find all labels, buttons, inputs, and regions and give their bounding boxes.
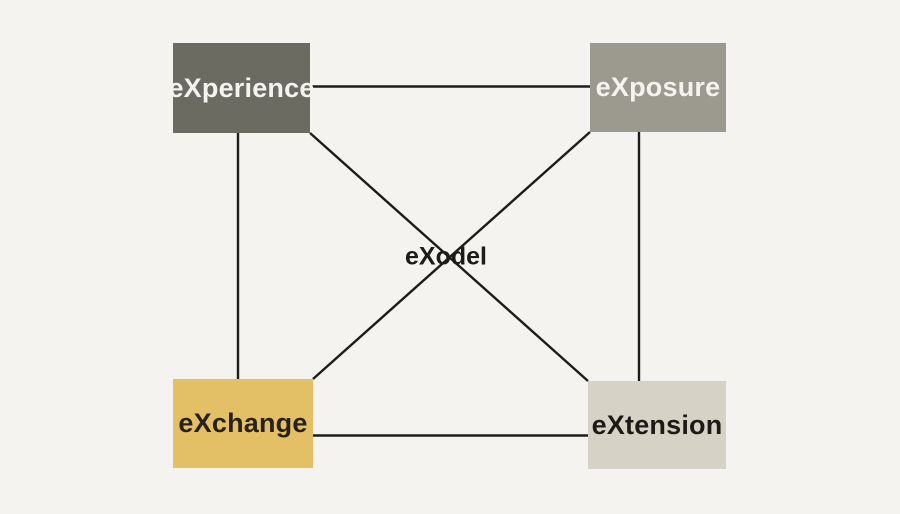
node-exposure: eXposure — [590, 43, 726, 132]
center-label: eXodel — [405, 242, 487, 271]
node-exchange: eXchange — [173, 379, 313, 468]
node-exposure-label: eXposure — [595, 72, 721, 102]
node-experience-label: eXperience — [168, 72, 315, 103]
node-extension-label: eXtension — [591, 409, 723, 440]
node-exchange-label: eXchange — [178, 408, 308, 438]
node-experience: eXperience — [168, 43, 314, 133]
node-extension: eXtension — [588, 381, 726, 469]
